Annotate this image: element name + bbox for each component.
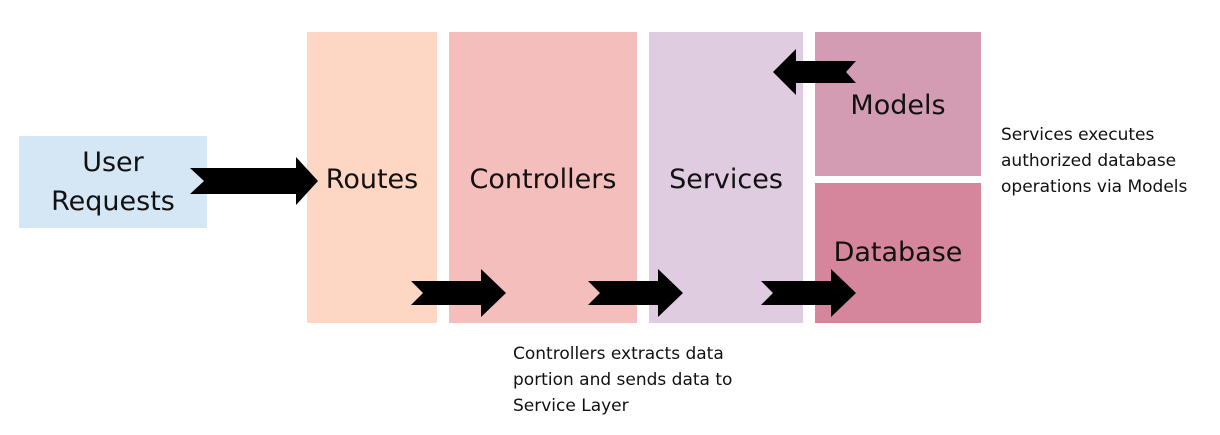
controllers-label: Controllers: [469, 164, 617, 195]
routes-label: Routes: [325, 164, 419, 195]
arrow-user-to-routes: [190, 157, 318, 205]
models-label: Models: [850, 90, 946, 121]
controllers-node: Controllers: [449, 32, 637, 323]
services-node: Services: [649, 32, 803, 323]
routes-node: Routes: [307, 32, 437, 323]
models-node: Models: [815, 32, 981, 176]
database-node: Database: [815, 183, 981, 323]
user-requests-node: User Requests: [19, 136, 207, 228]
user-requests-label: User Requests: [51, 146, 175, 217]
database-label: Database: [833, 237, 963, 268]
services-models-note: Services executes authorized database op…: [1001, 125, 1188, 197]
controllers-data-note: Controllers extracts data portion and se…: [513, 344, 733, 416]
services-label: Services: [669, 164, 783, 195]
